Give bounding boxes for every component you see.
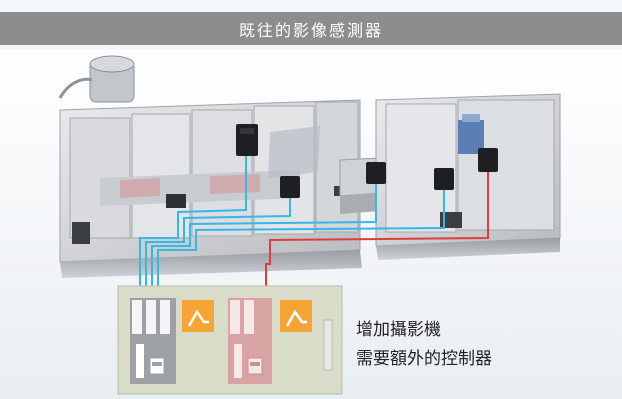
controller-2-added [228, 298, 272, 384]
callout-line-2: 需要額外的控制器 [356, 349, 492, 369]
controller-2-status-icon [280, 300, 312, 332]
controller-1-status-icon [182, 300, 214, 332]
camera-5-added [478, 148, 498, 172]
camera-1 [236, 124, 258, 156]
machine-illustration [0, 50, 622, 399]
callout-line-1: 增加攝影機 [356, 320, 441, 340]
camera-4 [434, 168, 454, 190]
controller-1 [130, 298, 176, 384]
page-title: 既往的影像感測器 [0, 12, 622, 45]
camera-3 [366, 162, 386, 184]
camera-2 [280, 176, 300, 198]
right-machine [375, 93, 561, 260]
panel-slot [323, 319, 333, 371]
callout-text: 增加攝影機 需要額外的控制器 [356, 316, 492, 374]
left-machine [58, 55, 362, 278]
cable-lines [139, 154, 489, 298]
controller-panel [117, 285, 343, 395]
